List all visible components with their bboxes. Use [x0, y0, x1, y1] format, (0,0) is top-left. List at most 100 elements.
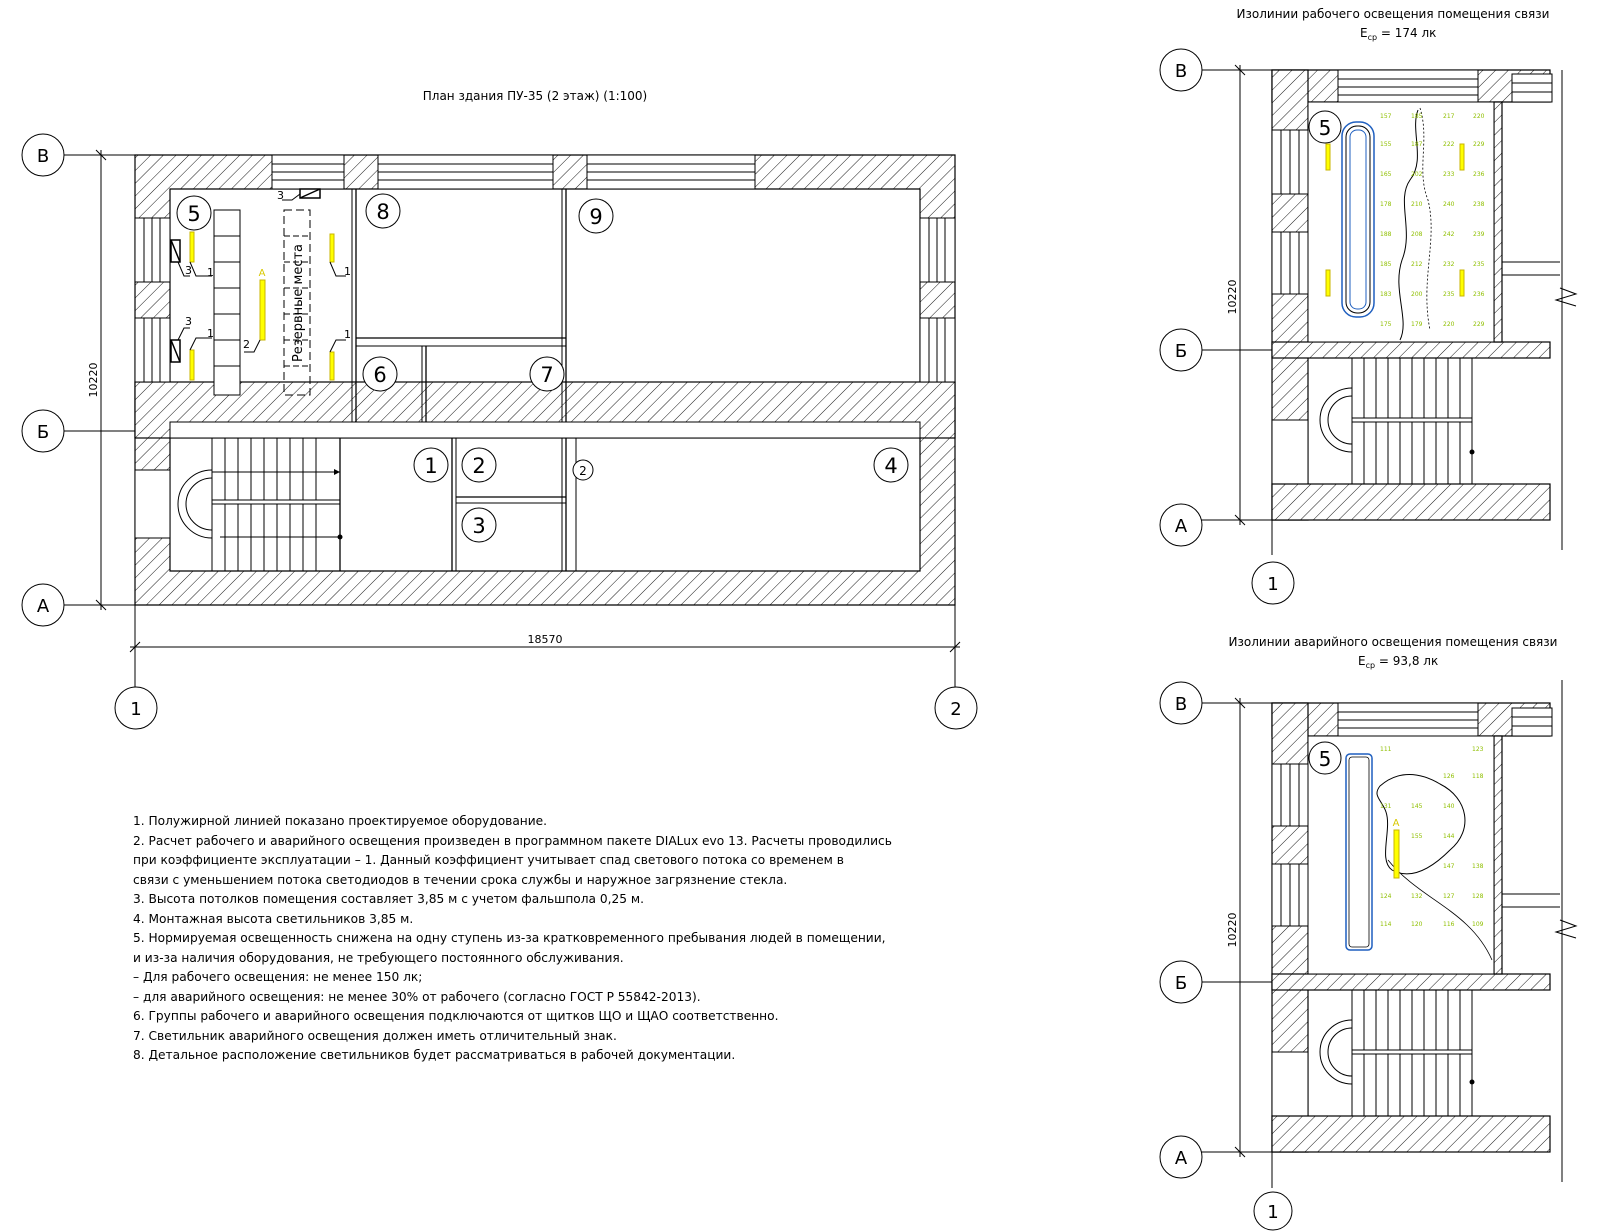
- illuminance-value: 188: [1380, 231, 1392, 238]
- illuminance-value: 220: [1473, 113, 1485, 120]
- illuminance-value: 132: [1411, 893, 1423, 900]
- illuminance-value: 127: [1443, 893, 1455, 900]
- illuminance-value: 232: [1443, 261, 1455, 268]
- illuminance-value: 120: [1411, 921, 1423, 928]
- window-row-top: [271, 154, 756, 190]
- leader-label: 2: [243, 338, 250, 351]
- illuminance-value: 140: [1443, 803, 1455, 810]
- illuminance-value: 175: [1380, 321, 1392, 328]
- axis-row-label: Б: [1175, 341, 1187, 362]
- axis-col-label: 1: [130, 699, 141, 720]
- illuminance-value: 179: [1411, 321, 1423, 328]
- luminaire: [329, 351, 335, 381]
- illuminance-value: 109: [1472, 921, 1484, 928]
- leader-label: 3: [277, 189, 284, 202]
- illuminance-value: 123: [1472, 746, 1484, 753]
- illuminance-value: 138: [1472, 863, 1484, 870]
- illuminance-value: 187: [1411, 141, 1423, 148]
- illuminance-value: 145: [1411, 803, 1423, 810]
- illuminance-value: 208: [1411, 231, 1423, 238]
- note-line: 4. Монтажная высота светильников 3,85 м.: [133, 911, 414, 926]
- illuminance-value: 229: [1473, 141, 1485, 148]
- dim-width: 18570: [528, 633, 563, 646]
- illuminance-value: 229: [1473, 321, 1485, 328]
- detail-emerg-room: 5: [1319, 747, 1332, 771]
- leader-label: 3: [185, 264, 192, 277]
- room-number: 2: [579, 464, 587, 478]
- illuminance-value: 239: [1473, 231, 1485, 238]
- detail-work-dim: 10220: [1226, 280, 1239, 315]
- illuminance-value: 178: [1380, 201, 1392, 208]
- illuminance-value: 200: [1411, 291, 1423, 298]
- note-line: 3. Высота потолков помещения составляет …: [133, 892, 644, 906]
- emergency-mark: А: [259, 268, 266, 279]
- illuminance-value: 217: [1443, 113, 1455, 120]
- work-illuminance-values: 157 185 217 220 155 187 222 229 165 202 …: [1380, 113, 1485, 328]
- room-number: 3: [472, 514, 485, 538]
- axis-row-label: А: [1175, 1148, 1188, 1169]
- axis-col-label: 1: [1267, 1202, 1278, 1223]
- leader-label: 3: [185, 315, 192, 328]
- illuminance-value: 111: [1380, 746, 1392, 753]
- note-line: и из-за наличия оборудования, не требующ…: [133, 950, 624, 965]
- detail-emerg-avg: Eср = 93,8 лк: [1358, 654, 1438, 670]
- room-markers: 5 8 9 6 7 1 2 2 3 4: [176, 193, 909, 543]
- note-line: 8. Детальное расположение светильников б…: [133, 1048, 736, 1062]
- illuminance-value: 185: [1411, 113, 1423, 120]
- illuminance-value: 157: [1380, 113, 1392, 120]
- room-number: 4: [884, 454, 897, 478]
- emergency-mark: А: [1393, 818, 1400, 829]
- axis-row-label: А: [37, 596, 50, 617]
- main-plan-title: План здания ПУ-35 (2 этаж) (1:100): [423, 89, 647, 103]
- illuminance-value: 155: [1411, 833, 1423, 840]
- note-line: – для аварийного освещения: не менее 30%…: [133, 989, 701, 1004]
- illuminance-value: 236: [1473, 291, 1485, 298]
- illuminance-value: 210: [1411, 201, 1423, 208]
- luminaires: А: [189, 231, 335, 381]
- leader-label: 1: [344, 328, 351, 341]
- dim-height: 10220: [87, 363, 100, 398]
- note-line: 7. Светильник аварийного освещения долже…: [133, 1028, 617, 1043]
- illuminance-value: 131: [1380, 803, 1392, 810]
- detail-emerg-stairs: [1319, 989, 1475, 1117]
- room-number: 6: [373, 363, 386, 387]
- staircase: [177, 437, 343, 572]
- illuminance-value: 165: [1380, 171, 1392, 178]
- note-line: при коэффициенте эксплуатации – 1. Данны…: [133, 853, 844, 867]
- detail-work-avg: Eср = 174 лк: [1360, 26, 1436, 42]
- detail-work-room: 5: [1319, 116, 1332, 140]
- detail-emerg-title: Изолинии аварийного освещения помещения …: [1229, 635, 1558, 649]
- emerg-illuminance-values: 111 123 126 118 131 145 140 155 144 147 …: [1380, 746, 1484, 928]
- note-line: 1. Полужирной линией показано проектируе…: [133, 814, 548, 828]
- axis-row-label: Б: [1175, 973, 1187, 994]
- luminaire: [189, 349, 195, 381]
- axis-col-label: 2: [950, 699, 961, 720]
- illuminance-value: 155: [1380, 141, 1392, 148]
- main-plan: План здания ПУ-35 (2 этаж) (1:100): [21, 89, 978, 730]
- leader-label: 1: [344, 265, 351, 278]
- illuminance-value: 235: [1473, 261, 1485, 268]
- leader-label: 1: [207, 327, 214, 340]
- axis-col-label: 1: [1267, 574, 1278, 595]
- illuminance-value: 235: [1443, 291, 1455, 298]
- axis-row-label: В: [1175, 694, 1187, 715]
- room-number: 9: [589, 205, 602, 229]
- axis-row-label: А: [1175, 516, 1188, 537]
- illuminance-value: 147: [1443, 863, 1455, 870]
- emergency-luminaire: [259, 279, 266, 341]
- note-line: – Для рабочего освещения: не менее 150 л…: [133, 970, 423, 984]
- detail-work-title: Изолинии рабочего освещения помещения св…: [1237, 7, 1550, 21]
- illuminance-value: 183: [1380, 291, 1392, 298]
- illuminance-value: 222: [1443, 141, 1455, 148]
- illuminance-value: 118: [1472, 773, 1484, 780]
- axis-row-label: В: [1175, 61, 1187, 82]
- illuminance-value: 220: [1443, 321, 1455, 328]
- illuminance-value: 114: [1380, 921, 1392, 928]
- axis-grid: 10220 18570 В Б А 1 2: [21, 133, 978, 730]
- note-line: 6. Группы рабочего и аварийного освещени…: [133, 1009, 779, 1023]
- equipment-racks: Резервные места: [213, 209, 311, 396]
- illuminance-value: 185: [1380, 261, 1392, 268]
- axis-row-label: В: [37, 146, 49, 167]
- room-number: 7: [540, 363, 553, 387]
